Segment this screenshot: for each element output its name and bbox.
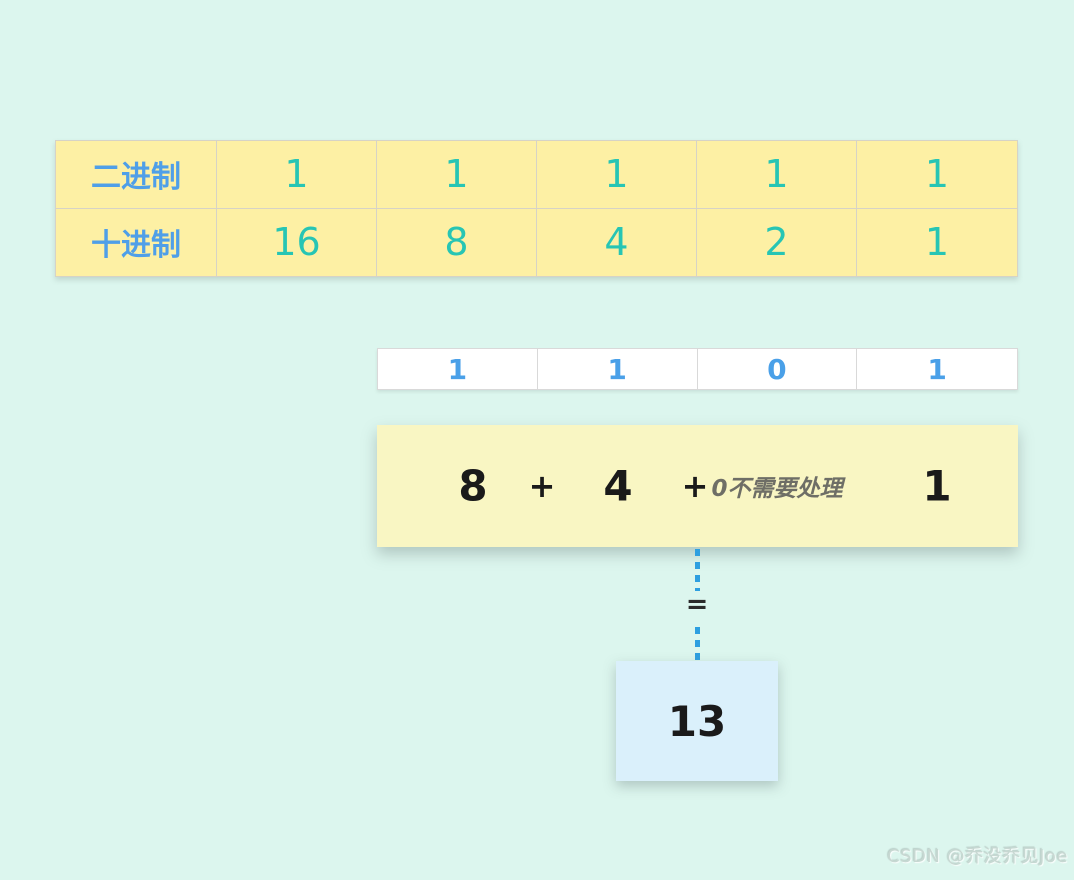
plus-sign: + xyxy=(528,467,556,505)
dotted-connector-line xyxy=(695,627,700,663)
zero-note-text: 0不需要处理 xyxy=(711,476,843,502)
sum-term-1: 1 xyxy=(922,461,952,511)
sum-term-4: 4 xyxy=(603,461,633,511)
sum-expression-box: 8 + 4 + 0不需要处理 1 xyxy=(377,425,1018,547)
binary-bit-cell: 1 xyxy=(857,141,1017,209)
binary-digit-cell: 0 xyxy=(698,349,858,389)
binary-bit-cell: 1 xyxy=(217,141,377,209)
sum-term-8: 8 xyxy=(458,461,488,511)
row-label-decimal: 十进制 xyxy=(56,208,217,276)
decimal-weight-cell: 16 xyxy=(217,208,377,276)
binary-digit-cell: 1 xyxy=(538,349,698,389)
decimal-weight-cell: 8 xyxy=(377,208,537,276)
decimal-weight-cell: 1 xyxy=(924,220,950,265)
binary-digit-cell: 1 xyxy=(378,349,538,389)
csdn-watermark: CSDN @乔没乔见Joe xyxy=(887,846,1068,867)
decimal-weight-cell: 2 xyxy=(697,208,857,276)
binary-bit-cell: 1 xyxy=(537,141,697,209)
result-value: 13 xyxy=(667,696,727,746)
row-label-binary: 二进制 xyxy=(56,141,217,209)
result-box: 13 xyxy=(616,661,778,781)
plus-sign: + xyxy=(681,467,709,505)
conversion-table: 二进制 1 1 1 1 1 十进制 16 8 4 2 1 xyxy=(55,140,1018,277)
dotted-connector-line xyxy=(695,549,700,591)
binary-number-table: 1 1 0 1 xyxy=(377,348,1018,390)
equals-sign: = xyxy=(685,589,709,620)
binary-bit-cell: 1 xyxy=(377,141,537,209)
binary-digit-cell: 1 xyxy=(927,352,947,386)
binary-bit-cell: 1 xyxy=(697,141,857,209)
decimal-weight-cell: 4 xyxy=(537,208,697,276)
